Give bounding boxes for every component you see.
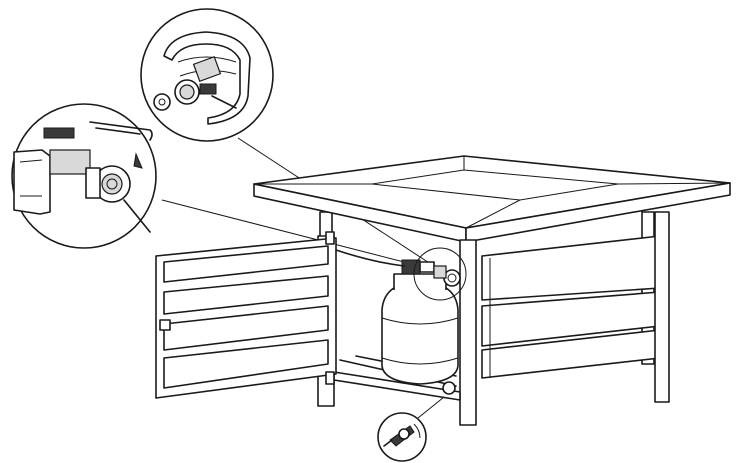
arrow-icon: [133, 152, 143, 169]
table-top: [253, 155, 731, 243]
propane-tank: [381, 273, 459, 395]
regulator-valve: [401, 247, 467, 301]
door-latch: [159, 319, 171, 331]
callout-hose-connection: [11, 103, 157, 249]
valve-handle: [43, 127, 75, 139]
callout-tank-valve: [140, 8, 274, 142]
detail-circle-marker: [413, 247, 467, 301]
right-side-panels: [481, 235, 661, 379]
door-hinge-top: [325, 231, 335, 245]
fire-pit-table: [253, 155, 731, 426]
tank-bracket-bolt: [442, 381, 456, 395]
door-panel: [155, 231, 337, 399]
front-right-leg: [654, 211, 670, 403]
callout-bracket-bolt: [377, 412, 427, 462]
door-hinge-bottom: [325, 371, 335, 385]
front-leg: [459, 239, 477, 426]
gas-hose: [335, 249, 405, 267]
